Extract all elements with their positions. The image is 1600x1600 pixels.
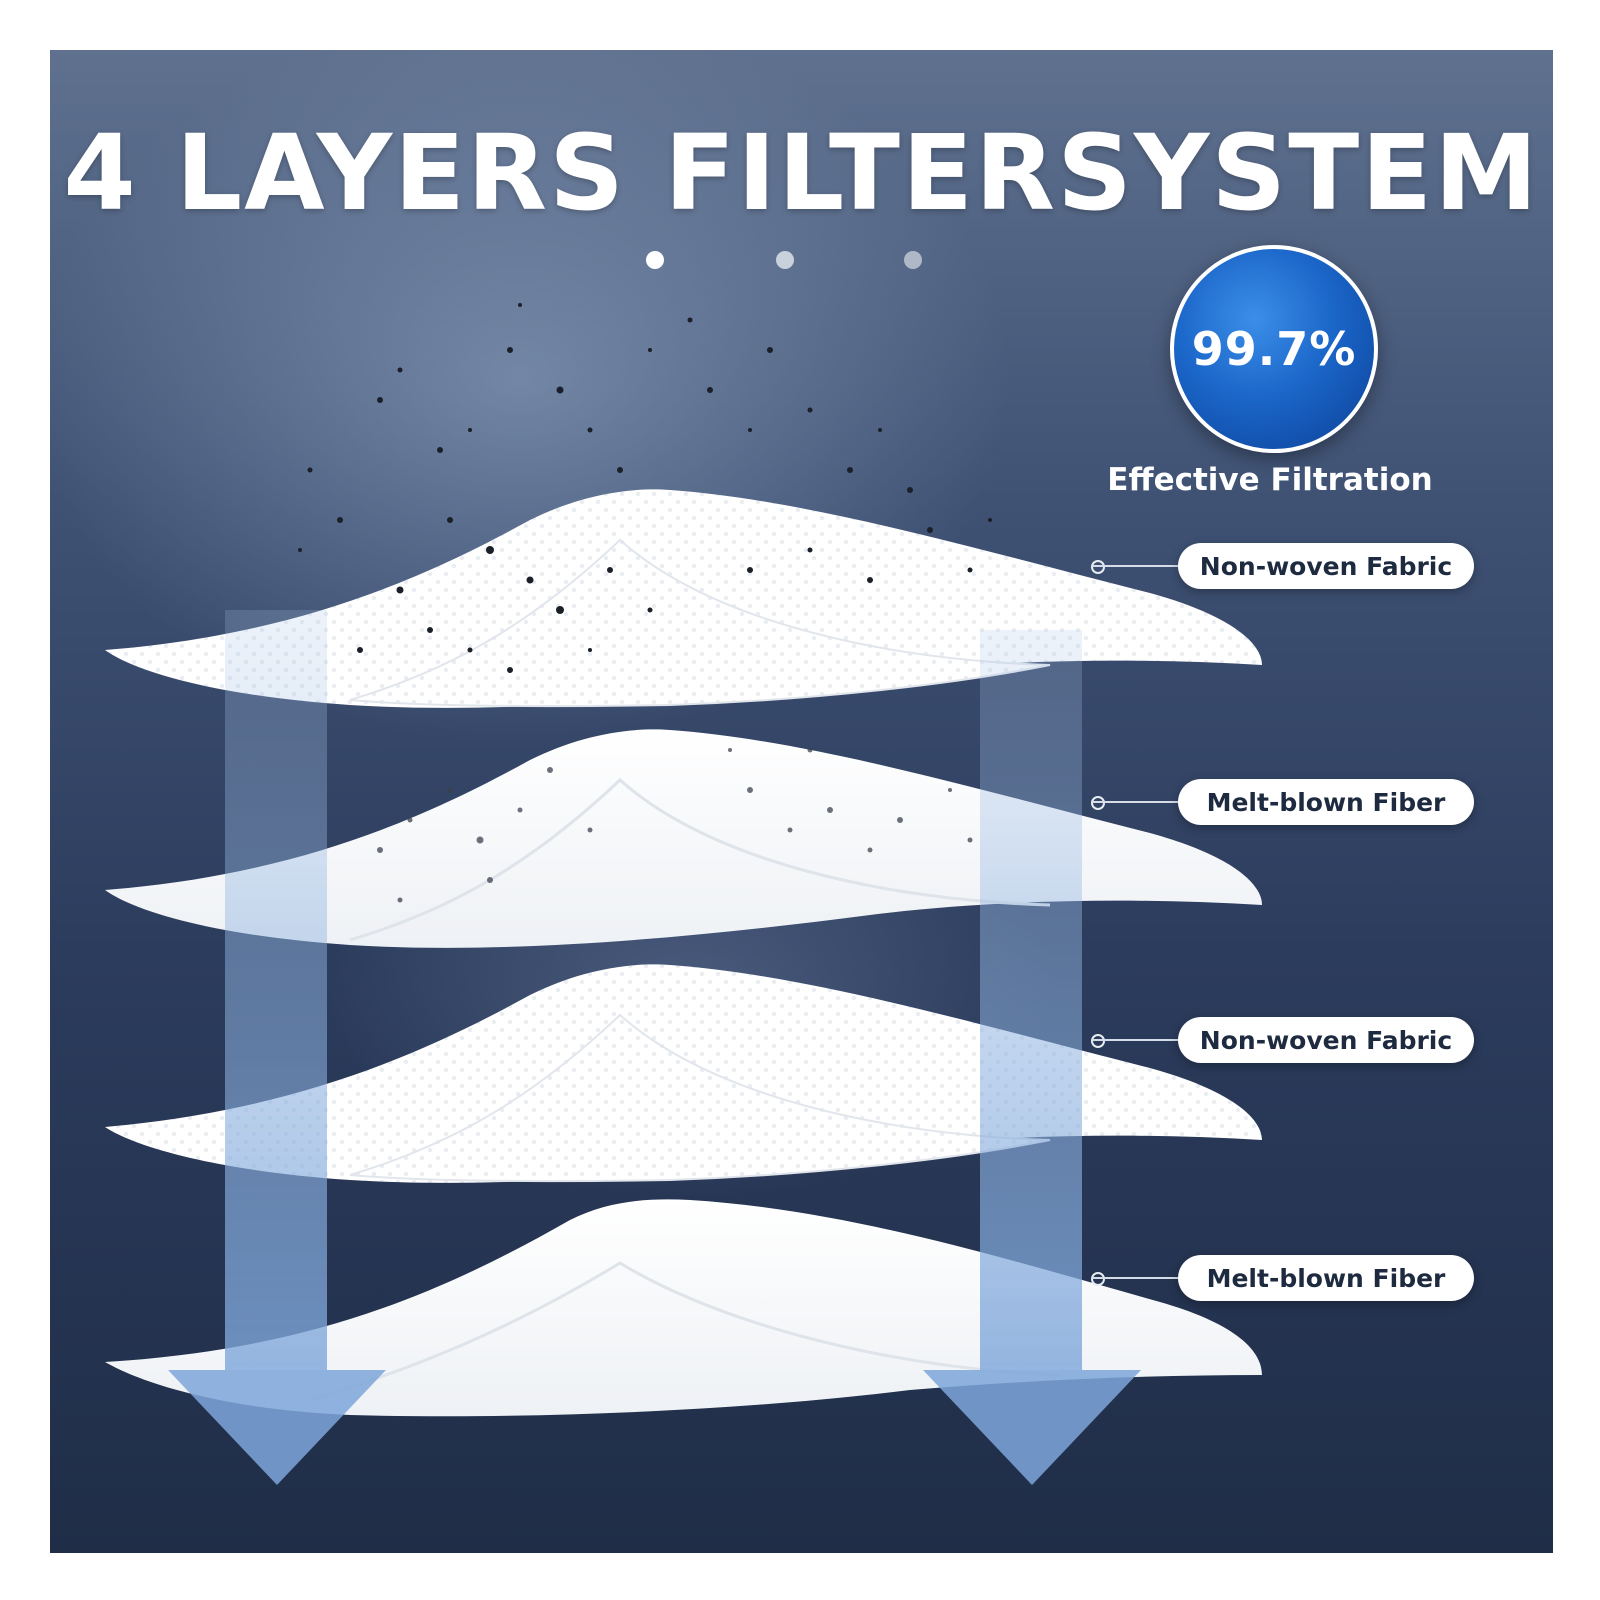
layer-4 (105, 1199, 1262, 1417)
indicator-dot (776, 251, 794, 269)
layer-2-marker (1091, 796, 1105, 810)
indicator-dot (904, 251, 922, 269)
layer-1-marker (1091, 560, 1105, 574)
layer-4-marker (1091, 1272, 1105, 1286)
filtration-percentage: 99.7% (1191, 322, 1357, 376)
filtration-caption: Effective Filtration (1107, 462, 1433, 498)
layer-4-connector (1092, 1277, 1178, 1279)
airflow-arrow-right (923, 630, 1141, 1485)
filter-illustration (105, 251, 1262, 1485)
layer-3-label: Non-woven Fabric (1178, 1017, 1474, 1063)
layer-4-label: Melt-blown Fiber (1178, 1255, 1474, 1301)
layer-2-connector (1092, 801, 1178, 803)
infographic-panel: 4 LAYERS FILTERSYSTEM (50, 50, 1553, 1553)
filtration-badge: 99.7% (1170, 245, 1378, 453)
layer-2-label: Melt-blown Fiber (1178, 779, 1474, 825)
page-title: 4 LAYERS FILTERSYSTEM (63, 112, 1540, 234)
layer-3-marker (1091, 1034, 1105, 1048)
layer-2 (105, 729, 1262, 948)
layer-3-connector (1092, 1039, 1178, 1041)
layer-1-label: Non-woven Fabric (1178, 543, 1474, 589)
indicator-dot (646, 251, 664, 269)
dust-particles-layer-2 (377, 747, 973, 903)
dust-particles (298, 303, 992, 673)
airflow-arrow-left (168, 610, 386, 1485)
layer-1-connector (1092, 565, 1178, 567)
